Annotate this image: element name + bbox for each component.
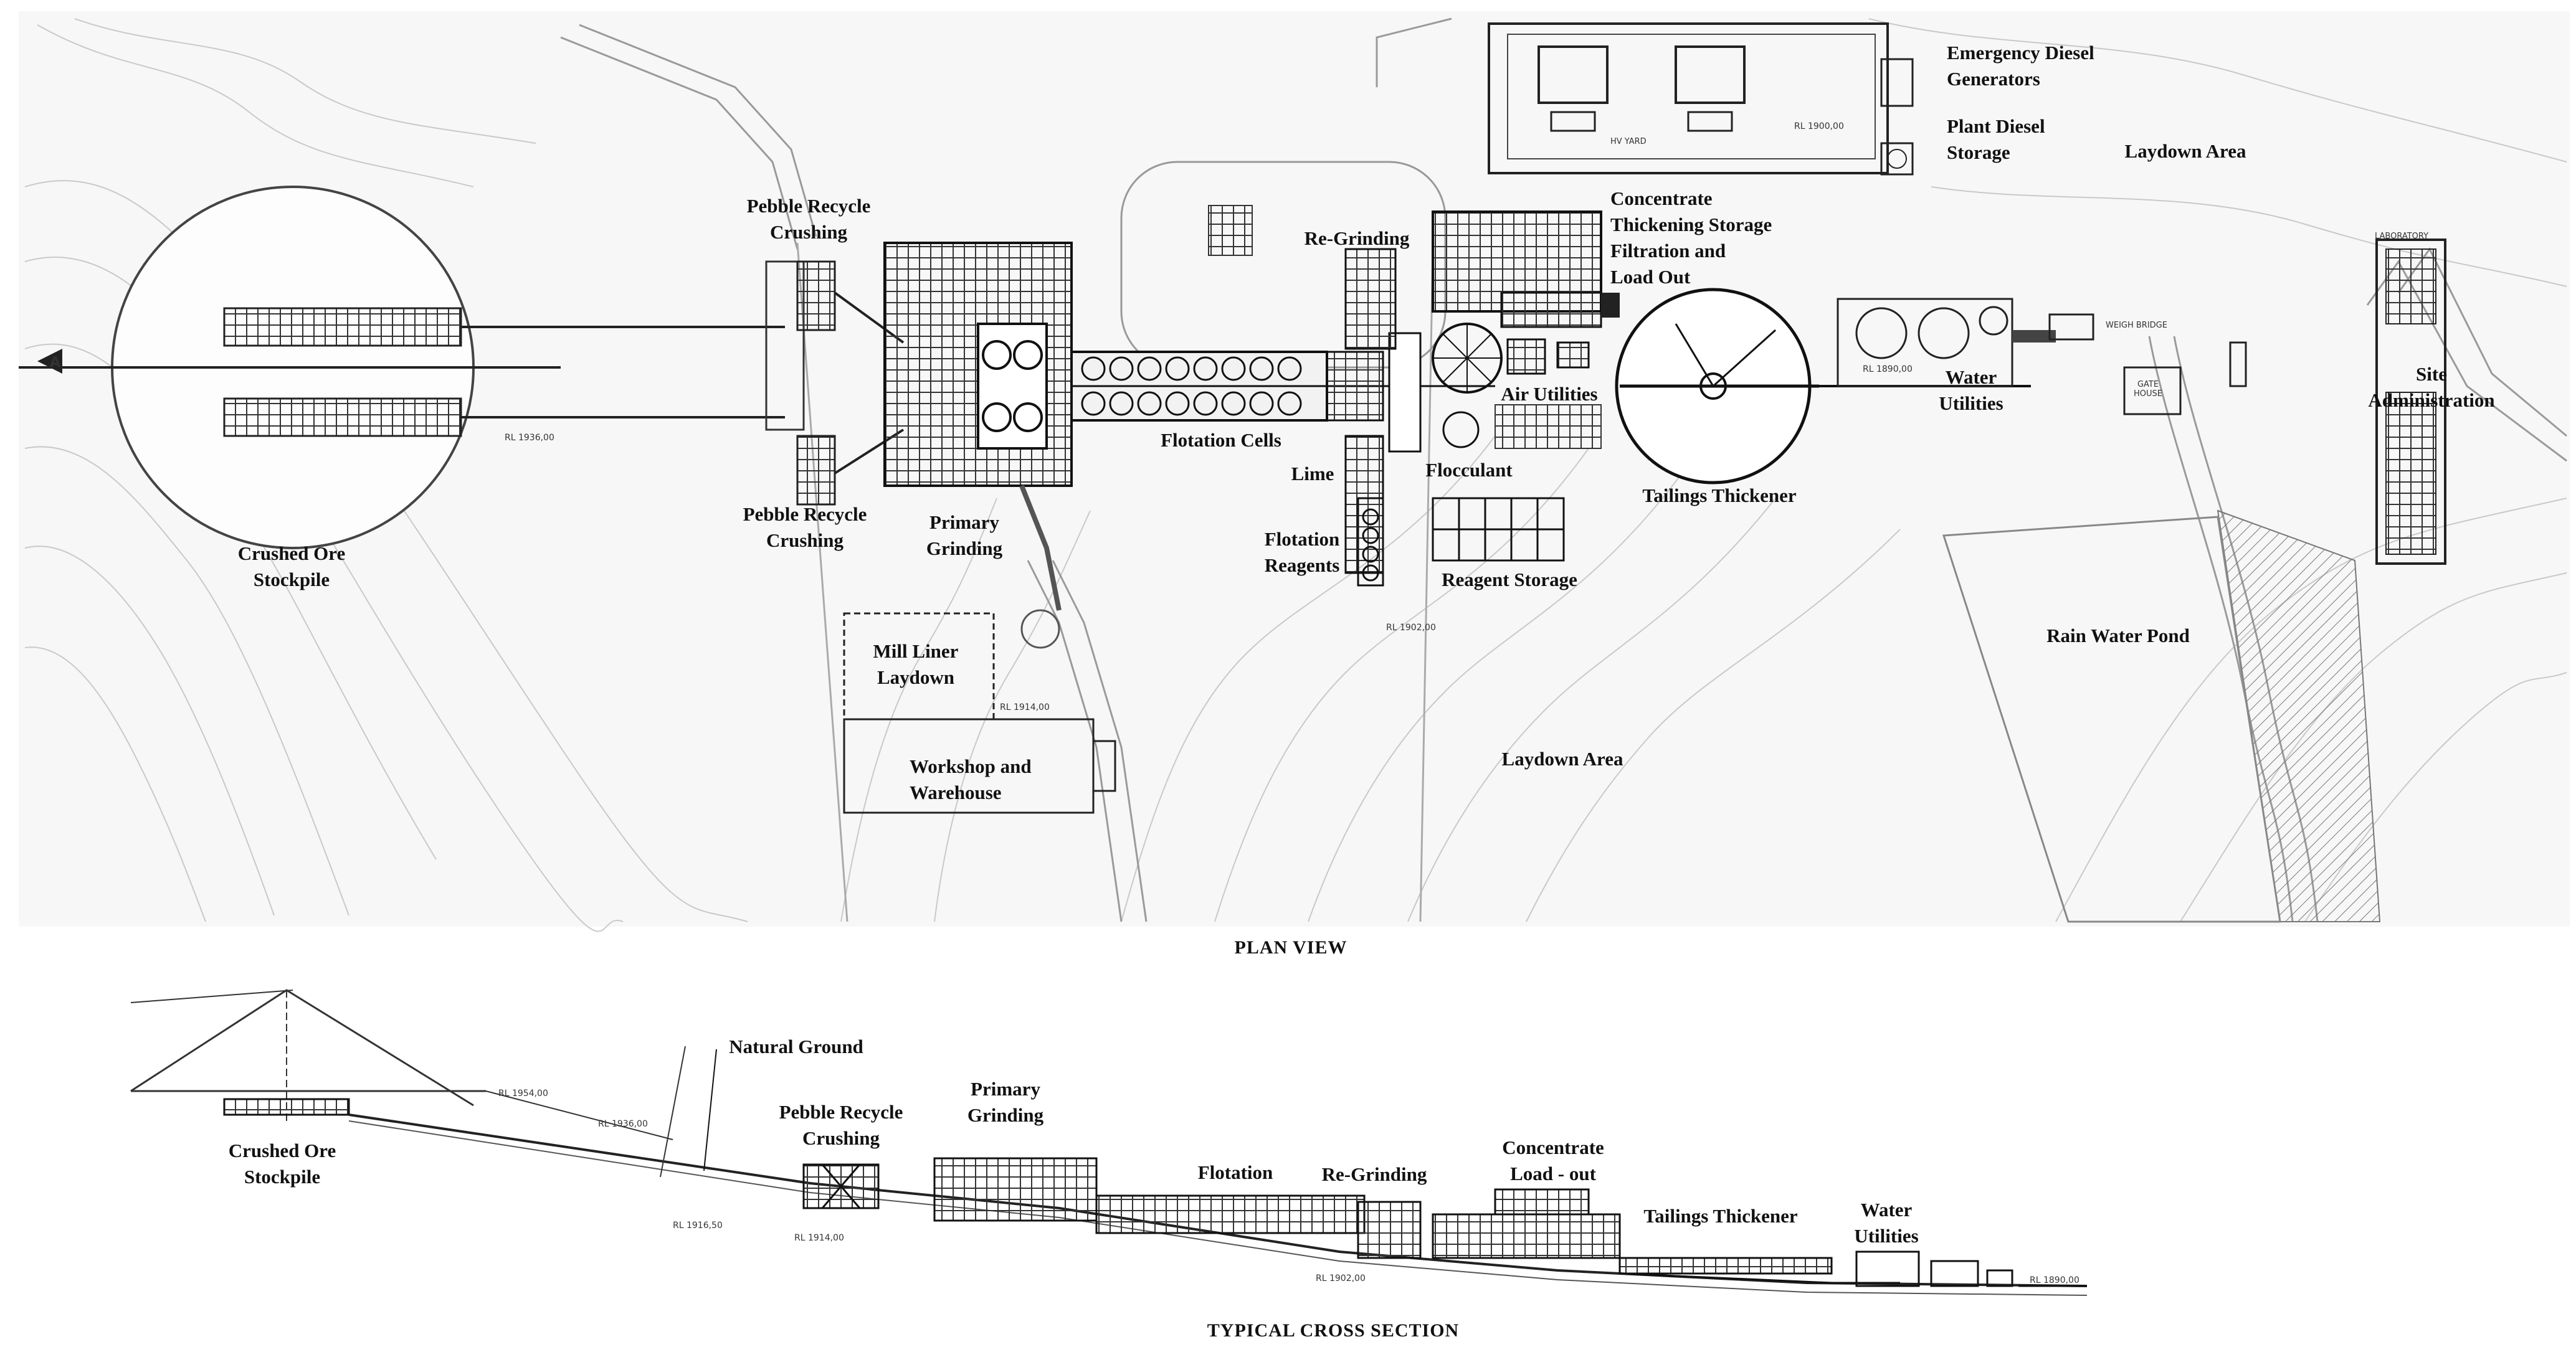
label-concentrate: Concentrate Thickening Storage Filtratio… bbox=[1610, 187, 1772, 288]
label-air-utilities: Air Utilities bbox=[1501, 383, 1598, 405]
label-crushed-ore: Crushed Ore Stockpile bbox=[237, 542, 346, 590]
stockpile-plan bbox=[19, 186, 785, 549]
rl-1890-plan: RL 1890,00 bbox=[1863, 364, 1913, 374]
label-tailings-thickener: Tailings Thickener bbox=[1642, 484, 1797, 506]
rl-1914-plan: RL 1914,00 bbox=[1000, 702, 1050, 712]
label-water-utilities: Water Utilities bbox=[1939, 366, 2003, 414]
grinding-area-plan bbox=[765, 242, 1073, 649]
rl-1936-plan: RL 1936,00 bbox=[505, 433, 554, 443]
regrinding-plan bbox=[1208, 205, 1397, 587]
section-label-natural-ground: Natural Ground bbox=[729, 1036, 863, 1057]
section-marker: A bbox=[50, 355, 61, 371]
section-label-regrinding: Re-Grinding bbox=[1321, 1163, 1427, 1185]
label-laydown-top: Laydown Area bbox=[2124, 140, 2246, 162]
rl-1890: RL 1890,00 bbox=[2030, 1275, 2079, 1285]
rl-1902: RL 1902,00 bbox=[1316, 1274, 1366, 1283]
rl-1914: RL 1914,00 bbox=[794, 1233, 844, 1243]
diesel-storage-box bbox=[1880, 142, 1914, 176]
label-flocculant: Flocculant bbox=[1425, 459, 1513, 481]
hv-yard-plan bbox=[1488, 22, 1889, 174]
terrain-contours bbox=[24, 18, 2567, 932]
section-label-water: Water Utilities bbox=[1854, 1199, 1919, 1247]
rl-1936: RL 1936,00 bbox=[598, 1119, 648, 1129]
section-label-tailings: Tailings Thickener bbox=[1643, 1205, 1798, 1227]
caption-plan-view: PLAN VIEW bbox=[1234, 937, 1347, 958]
label-pebble-bottom: Pebble Recycle Crushing bbox=[743, 503, 867, 551]
laboratory-text: LABORATORY bbox=[2375, 232, 2429, 241]
label-laydown-bottom: Laydown Area bbox=[1501, 748, 1623, 770]
label-mill-liner: Mill Liner Laydown bbox=[873, 640, 959, 688]
rl-1900-plan: RL 1900,00 bbox=[1794, 121, 1844, 131]
plan-view bbox=[19, 11, 2570, 932]
gate-house-text: GATE HOUSE bbox=[2134, 380, 2162, 399]
section-label-primary-grinding: Primary Grinding bbox=[967, 1078, 1044, 1126]
water-utilities-plan bbox=[1837, 298, 2247, 415]
rl-1954: RL 1954,00 bbox=[498, 1089, 548, 1099]
label-reagent-storage: Reagent Storage bbox=[1442, 569, 1577, 590]
reagent-storage-plan bbox=[1432, 497, 1565, 562]
label-workshop: Workshop and Warehouse bbox=[910, 755, 1032, 803]
label-plant-diesel: Plant Diesel Storage bbox=[1947, 115, 2045, 163]
label-flotation-reagents: Flotation Reagents bbox=[1264, 528, 1340, 576]
rl-1916: RL 1916,50 bbox=[673, 1221, 723, 1231]
section-label-pebble: Pebble Recycle Crushing bbox=[779, 1101, 903, 1149]
diesel-generator-box bbox=[1880, 58, 1914, 107]
label-pebble-top: Pebble Recycle Crushing bbox=[746, 195, 871, 243]
label-emergency-diesel: Emergency Diesel Generators bbox=[1947, 42, 2094, 90]
label-primary-grinding: Primary Grinding bbox=[926, 511, 1003, 559]
caption-cross-section: TYPICAL CROSS SECTION bbox=[1207, 1320, 1460, 1341]
site-admin-plan bbox=[2375, 239, 2446, 565]
label-rain-water-pond: Rain Water Pond bbox=[2046, 625, 2190, 646]
section-label-flotation: Flotation bbox=[1197, 1161, 1273, 1183]
rain-water-pond-outline bbox=[1942, 516, 2281, 923]
weigh-bridge-text: WEIGH BRIDGE bbox=[2106, 321, 2167, 330]
section-label-concentrate: Concentrate Load - out bbox=[1502, 1137, 1604, 1184]
hv-yard-text: HV YARD bbox=[1610, 137, 1647, 146]
section-label-crushed-ore: Crushed Ore Stockpile bbox=[228, 1140, 336, 1188]
label-lime: Lime bbox=[1291, 463, 1334, 484]
label-flotation-cells: Flotation Cells bbox=[1161, 429, 1281, 451]
concentrate-plan bbox=[1432, 210, 1620, 449]
label-regrinding: Re-Grinding bbox=[1304, 227, 1410, 249]
rl-1902-plan: RL 1902,00 bbox=[1386, 623, 1436, 633]
cross-section bbox=[130, 989, 2088, 1296]
leader-lines bbox=[703, 1049, 717, 1171]
label-site-admin: Site Administration bbox=[2368, 363, 2495, 411]
flotation-cells-plan bbox=[1070, 332, 1495, 453]
